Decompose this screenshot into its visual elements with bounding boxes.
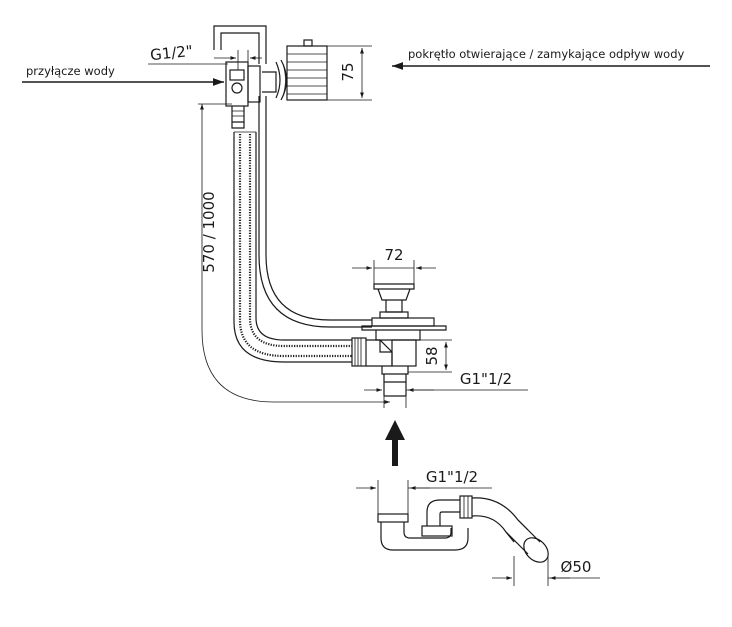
plug-width-dimension: 72 (352, 246, 436, 284)
drain-height-dimension: 58 (408, 339, 452, 373)
assembly-arrow (385, 420, 405, 466)
trap-inlet-thread-label: G1"1/2 (426, 468, 478, 486)
trap-outlet-diameter-dimension: Ø50 (492, 556, 600, 586)
drain-body (351, 337, 417, 397)
plug-width-label: 72 (384, 246, 403, 264)
inlet-thread-label: G1/2" (149, 42, 193, 64)
drain-plug (361, 283, 447, 341)
knob-height-label: 75 (339, 62, 357, 81)
hose-length-dimension: 570 / 1000 (198, 103, 390, 404)
trap-syphon (377, 495, 549, 563)
hose-length-label: 570 / 1000 (200, 191, 218, 272)
knob-height-dimension: 75 (327, 45, 372, 101)
drain-height-label: 58 (423, 346, 441, 365)
water-inlet-callout: przyłącze wody (22, 64, 224, 86)
drain-knob-label: pokrętło otwierające / zamykające odpływ… (408, 47, 684, 61)
drain-knob-body (262, 39, 328, 101)
outlet-thread-label: G1"1/2 (460, 370, 512, 388)
outlet-thread-dimension: G1"1/2 (364, 370, 528, 408)
inlet-thread-dimension: G1/2" (148, 42, 262, 70)
corrugated-hose (231, 122, 352, 363)
water-inlet-label: przyłącze wody (26, 64, 115, 78)
inlet-fitting (225, 61, 261, 123)
trap-outlet-diameter-label: Ø50 (561, 558, 592, 576)
trap-inlet-thread-dimension: G1"1/2 (356, 468, 492, 514)
drain-knob-callout: pokrętło otwierające / zamykające odpływ… (392, 47, 710, 70)
